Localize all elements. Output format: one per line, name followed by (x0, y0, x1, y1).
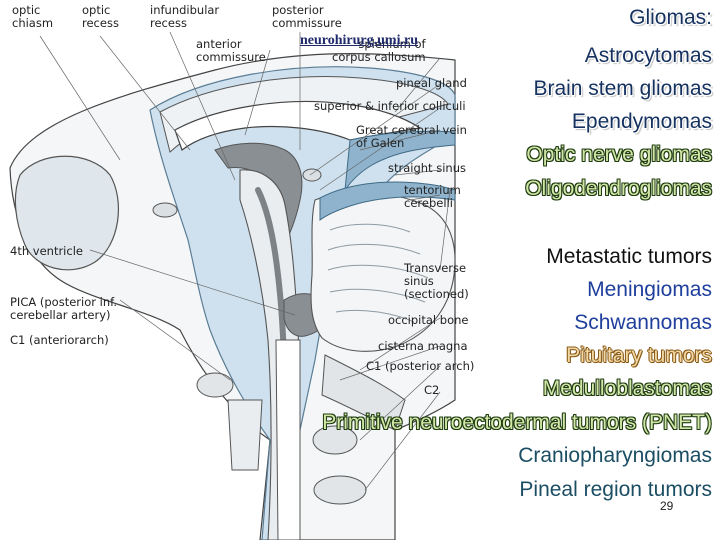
label-vein-of-galen: Great cerebral vein of Galen (356, 123, 467, 150)
label-fourth-ventricle: 4th ventricle (10, 244, 83, 258)
label-posterior-commissure: posterior commissure (272, 3, 342, 30)
c1-posterior-arch (312, 425, 358, 455)
label-cisterna-magna: cisterna magna (378, 339, 468, 353)
straight-sinus-band (344, 130, 456, 192)
label-transverse-sinus: Transverse sinus (sectioned) (404, 261, 469, 301)
tumor-item-pnet: Primitive neuroectodermal tumors (PNET) (322, 411, 712, 434)
label-straight-sinus: straight sinus (388, 161, 466, 175)
label-pineal-gland: pineal gland (396, 76, 467, 90)
occipital-bone (321, 354, 406, 431)
label-colliculi: superior & inferior colliculi (314, 99, 466, 113)
page-number: 29 (660, 499, 674, 513)
cerebellar-folia (327, 223, 429, 323)
orbit (14, 155, 120, 271)
label-occipital-bone: occipital bone (388, 313, 469, 327)
tumor-item-craniopharyngiomas: Craniopharyngiomas (518, 444, 712, 467)
tumor-item-optic-nerve-gliomas: Optic nerve gliomas (526, 143, 712, 166)
tumor-item-gliomas: Gliomas: (629, 6, 712, 29)
spinal-cord (275, 339, 301, 540)
c2-posterior (313, 475, 367, 505)
cerebellum (310, 191, 456, 352)
tumor-item-medulloblastomas: Medulloblastomas (542, 377, 712, 400)
brain-sagittal-diagram (9, 31, 456, 540)
label-pica: PICA (posterior inf. cerebellar artery) (10, 295, 117, 322)
label-infundibular-recess: infundibular recess (150, 3, 220, 30)
label-anterior-commissure: anterior commissure (196, 37, 266, 64)
label-tentorium: tentorium cerebelli (404, 183, 461, 210)
label-c1-anterior: C1 (anteriorarch) (10, 333, 109, 347)
tumor-item-ependymomas: Ependymomas (571, 110, 712, 133)
source-link[interactable]: neurohirurg.umi.ru (300, 33, 418, 48)
tumor-item-oligodendrogliomas: Oligodendrogliomas (525, 177, 712, 200)
pineal-gland-shape (302, 168, 322, 182)
tumor-item-brain-stem-gliomas: Brain stem gliomas (533, 77, 712, 100)
optic-chiasm-shape (152, 202, 178, 218)
label-c2: C2 (424, 383, 440, 397)
tumor-item-pineal-region: Pineal region tumors (519, 478, 712, 501)
tumor-item-pituitary: Pituitary tumors (566, 344, 712, 367)
c1-anterior-arch (196, 372, 234, 398)
label-optic-chiasm: optic chiasm (12, 3, 54, 30)
aqueduct (255, 187, 287, 363)
leader-lines (39, 31, 451, 491)
label-splenium: splenium of corpus callosum (332, 37, 426, 64)
tumor-item-metastatic: Metastatic tumors (546, 245, 712, 268)
tumor-item-schwannomas: Schwannomas (574, 311, 712, 334)
label-optic-recess: optic recess (82, 3, 119, 30)
label-c1-posterior: C1 (posterior arch) (366, 359, 475, 373)
c2-body (227, 399, 263, 471)
tumor-item-meningiomas: Meningiomas (587, 278, 712, 301)
tumor-item-astrocytomas: Astrocytomas (584, 44, 712, 67)
